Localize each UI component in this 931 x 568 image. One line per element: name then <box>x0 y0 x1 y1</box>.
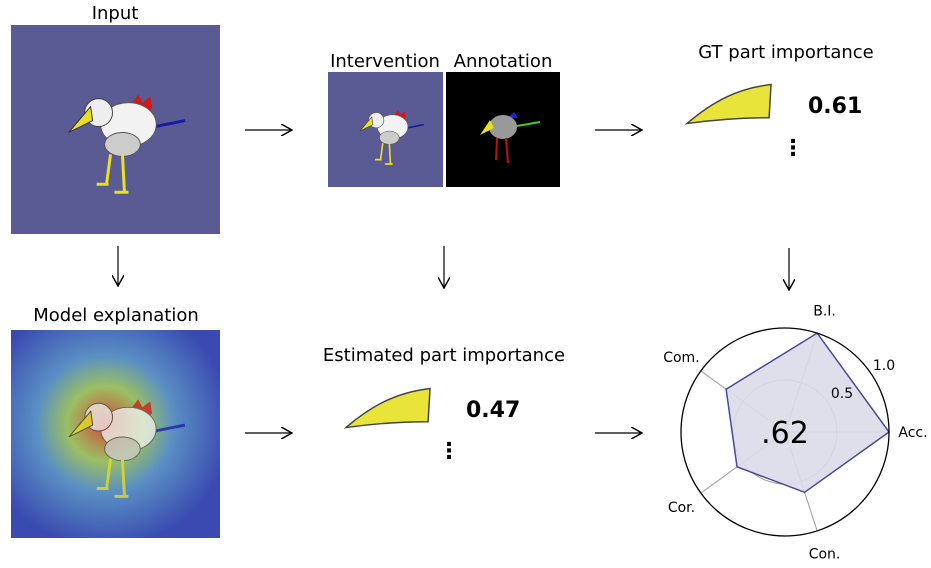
radar-series-polygon <box>725 332 891 494</box>
axis-label: Com. <box>663 350 699 366</box>
radar-chart: Acc. B.I. Com. Cor. Con. 0.5 1.0 .62 <box>663 303 927 562</box>
estimated-ellipsis: ⋮ <box>438 439 460 464</box>
input-label: Input <box>91 3 139 24</box>
estimated-importance-value: 0.47 <box>466 398 521 423</box>
intervention-label: Intervention <box>330 51 440 72</box>
rtick-label: 1.0 <box>873 358 895 374</box>
flow-arrows <box>118 130 789 433</box>
model-explanation-label: Model explanation <box>33 305 199 326</box>
input-image <box>11 25 220 234</box>
radar-outer-circle <box>680 327 890 537</box>
estimated-wing-part <box>345 387 431 429</box>
axis-label: Acc. <box>898 425 927 441</box>
gt-wing-part <box>686 83 772 125</box>
annotation-image <box>446 72 560 187</box>
axis-label: Con. <box>809 547 841 563</box>
model-explanation-heatmap <box>11 330 220 538</box>
rtick-label: 0.5 <box>831 386 853 402</box>
intervention-image <box>328 72 443 187</box>
gt-importance-value: 0.61 <box>808 94 863 119</box>
estimated-part-importance-label: Estimated part importance <box>322 345 566 366</box>
radar-center-score: .62 <box>761 416 809 451</box>
gt-ellipsis: ⋮ <box>782 136 804 161</box>
gt-part-importance-label: GT part importance <box>698 42 874 63</box>
annotation-label: Annotation <box>453 51 553 72</box>
axis-label: Cor. <box>668 500 695 516</box>
axis-label: B.I. <box>813 303 836 319</box>
